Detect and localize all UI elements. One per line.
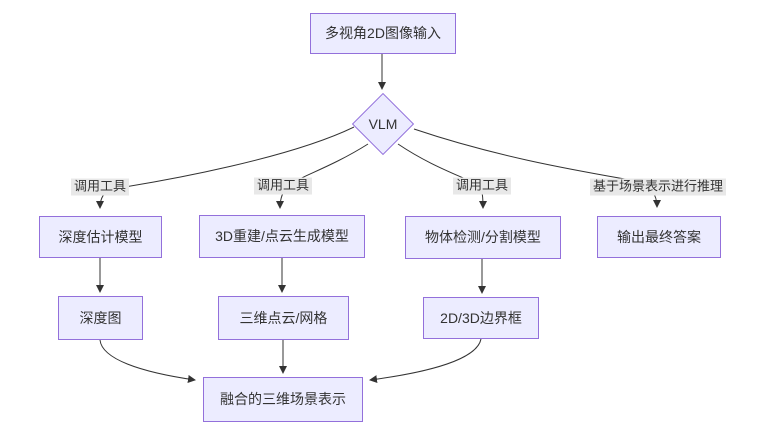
- edge-label-scene-representation-reasoning: 基于场景表示进行推理: [589, 178, 727, 196]
- edge-label-call-tool-2: 调用工具: [253, 177, 313, 195]
- node-object-detection-segmentation-model: 物体检测/分割模型: [405, 216, 561, 259]
- node-fused-3d-scene-representation: 融合的三维场景表示: [203, 377, 363, 422]
- edge-vlm-to-depth-model: [96, 126, 355, 209]
- node-depth-map: 深度图: [58, 296, 143, 340]
- node-3d-reconstruction-pointcloud-model: 3D重建/点云生成模型: [199, 215, 365, 258]
- node-vlm: VLM: [351, 92, 415, 156]
- edge-depth-map-to-fused: [99, 339, 196, 383]
- node-3d-pointcloud-mesh: 三维点云/网格: [218, 296, 349, 340]
- edge-label-call-tool-1: 调用工具: [70, 178, 130, 196]
- node-output-final-answer: 输出最终答案: [597, 216, 721, 258]
- node-2d-3d-bounding-box: 2D/3D边界框: [423, 297, 539, 339]
- node-vlm-label: VLM: [368, 116, 398, 132]
- edge-label-call-tool-3: 调用工具: [452, 177, 512, 195]
- node-depth-estimation-model: 深度估计模型: [39, 216, 162, 258]
- edge-bbox-to-fused: [369, 338, 482, 384]
- node-multiview-2d-image-input: 多视角2D图像输入: [310, 13, 456, 54]
